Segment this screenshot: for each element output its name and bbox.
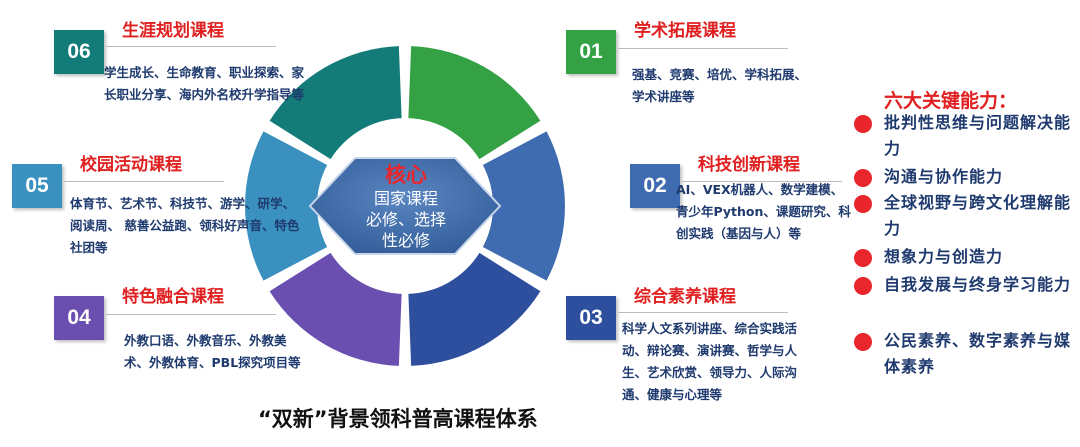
ability-item: 全球视野与跨文化理解能力 [854,190,1076,242]
category-03-number: 03 [566,296,616,340]
category-02-desc: AI、VEX机器人、数学建模、青少年Python、课题研究、科创实践（基因与人）… [676,182,851,241]
ability-item: 想象力与创造力 [854,244,1076,270]
category-02-rule [682,181,842,182]
ability-item: 自我发展与终身学习能力 [854,272,1076,298]
core-hexagon [308,157,502,255]
bullet-dot-icon [854,333,872,351]
category-01-number: 01 [566,30,616,74]
category-04-title: 特色融合课程 [122,287,224,307]
ability-text: 想象力与创造力 [884,247,1004,266]
category-05-title: 校园活动课程 [80,155,182,175]
ring-segment-03 [408,252,541,366]
category-01-desc: 强基、竞赛、培优、学科拓展、学术讲座等 [632,67,808,104]
category-06-number: 06 [54,30,104,74]
category-05-number: 05 [12,164,62,208]
category-06-rule [106,46,276,47]
category-01-title: 学术拓展课程 [634,21,736,41]
category-05-rule [64,181,224,182]
category-03-desc: 科学人文系列讲座、综合实践活动、辩论赛、演讲赛、哲学与人生、艺术欣赏、领导力、人… [622,321,798,402]
ring-segment-02 [482,131,565,281]
category-02-title: 科技创新课程 [698,155,800,175]
category-04-number: 04 [54,296,104,340]
bullet-dot-icon [854,277,872,295]
category-06-title: 生涯规划课程 [122,21,224,41]
ring-segment-05 [245,131,328,281]
category-04-desc: 外教口语、外教音乐、外教美术、外教体育、PBL探究项目等 [124,333,301,370]
ability-text: 沟通与协作能力 [884,167,1004,186]
diagram-title: “双新”背景领科普高课程体系 [258,407,538,431]
ability-text: 自我发展与终身学习能力 [884,275,1072,294]
category-04-rule [106,314,276,315]
category-02-number: 02 [630,164,680,208]
bullet-dot-icon [854,249,872,267]
ability-item: 公民素养、数字素养与媒体素养 [854,328,1076,380]
category-06-desc: 学生成长、生命教育、职业探索、家长职业分享、海内外名校升学指导等 [104,65,305,102]
bullet-dot-icon [854,115,872,133]
bullet-dot-icon [854,169,872,187]
category-03-title: 综合素养课程 [634,287,736,307]
ability-text: 批判性思维与问题解决能力 [884,113,1072,158]
category-05-desc: 体育节、艺术节、科技节、游学、研学、阅读周、 慈善公益跑、领科好声音、特色社团等 [70,196,300,255]
ability-item: 批判性思维与问题解决能力 [854,110,1076,162]
abilities-title: 六大关键能力： [884,90,1018,112]
category-03-rule [618,312,788,313]
ring-segment-01 [408,46,541,160]
bullet-dot-icon [854,195,872,213]
ring-segment-04 [269,252,402,366]
ring-segment-06 [269,46,402,160]
ability-item: 沟通与协作能力 [854,164,1076,190]
category-01-rule [618,48,788,49]
ability-text: 全球视野与跨文化理解能力 [884,193,1072,238]
ability-text: 公民素养、数字素养与媒体素养 [884,331,1072,376]
